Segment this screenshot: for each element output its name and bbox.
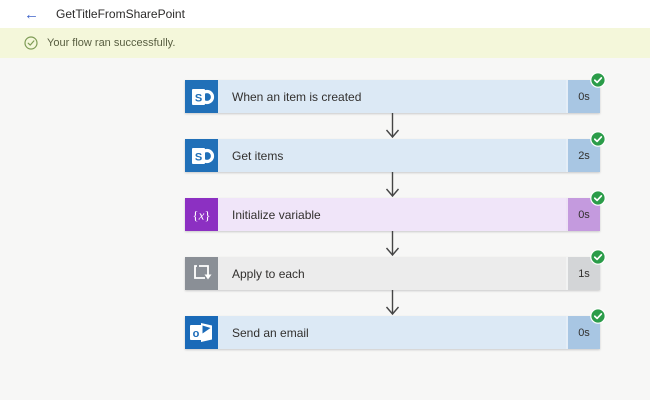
connector-arrow-icon xyxy=(384,290,401,316)
check-circle-outline-icon xyxy=(24,36,38,50)
status-check-badge xyxy=(590,308,606,324)
svg-text:S: S xyxy=(195,93,202,105)
step-label: Initialize variable xyxy=(232,207,321,222)
step-label: When an item is created xyxy=(232,89,362,104)
flow-step[interactable]: S Get items 2s xyxy=(185,131,606,172)
flow-step[interactable]: {x} Initialize variable 0s xyxy=(185,190,606,231)
back-arrow-icon[interactable]: ← xyxy=(24,5,39,23)
flow-step[interactable]: S When an item is created 0s xyxy=(185,72,606,113)
step-label: Send an email xyxy=(232,325,309,340)
success-banner: Your flow ran successfully. xyxy=(0,28,650,58)
outlook-icon: o xyxy=(185,316,218,349)
step-label: Get items xyxy=(232,148,284,163)
banner-message: Your flow ran successfully. xyxy=(47,37,176,49)
step-duration: 0s xyxy=(566,316,600,349)
header-bar: ← GetTitleFromSharePoint xyxy=(0,0,650,28)
status-check-badge xyxy=(590,190,606,206)
status-check-badge xyxy=(590,249,606,265)
step-label: Apply to each xyxy=(232,266,305,281)
apply-to-each-icon xyxy=(185,257,218,290)
svg-text:{x}: {x} xyxy=(192,208,210,223)
connector-arrow-icon xyxy=(384,113,401,139)
flow-step[interactable]: Apply to each 1s xyxy=(185,249,606,290)
status-check-badge xyxy=(590,131,606,147)
svg-text:S: S xyxy=(195,152,202,164)
sharepoint-icon: S xyxy=(185,80,218,113)
connector-arrow-icon xyxy=(384,231,401,257)
status-check-badge xyxy=(590,72,606,88)
svg-text:o: o xyxy=(193,328,200,340)
connector-arrow-icon xyxy=(384,172,401,198)
variable-icon: {x} xyxy=(185,198,218,231)
sharepoint-icon: S xyxy=(185,139,218,172)
page-title: GetTitleFromSharePoint xyxy=(56,7,185,21)
flow-step[interactable]: o Send an email 0s xyxy=(185,308,606,349)
